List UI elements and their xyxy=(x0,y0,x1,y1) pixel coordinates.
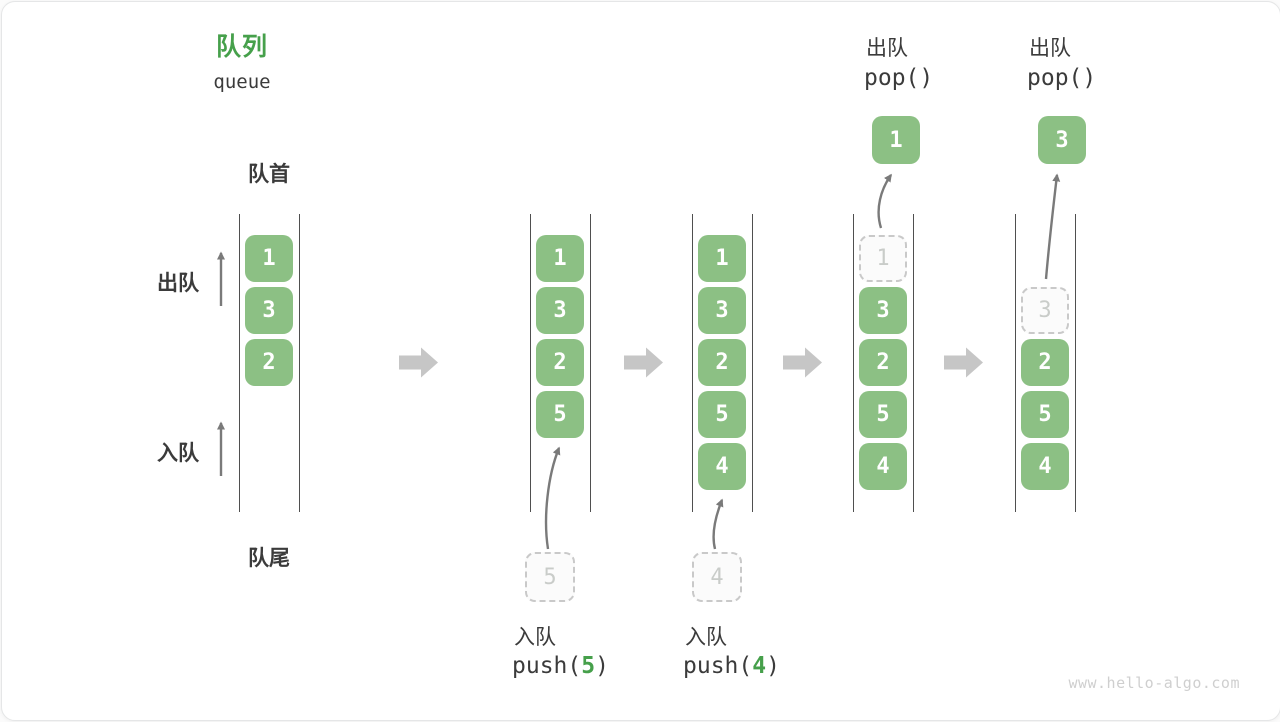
queue-cell: 5 xyxy=(536,391,584,438)
queue-column-3: 1 3 2 5 4 xyxy=(692,214,753,512)
code-arg: 4 xyxy=(752,653,767,679)
code-push-5: push(5) xyxy=(512,653,609,679)
diagram-title-en: queue xyxy=(213,71,271,93)
label-enqueue-side: 入队 xyxy=(157,442,199,465)
label-dequeue-op-1: 出队 xyxy=(866,37,908,60)
queue-cell: 3 xyxy=(536,287,584,334)
popped-element: 3 xyxy=(1038,116,1086,164)
label-dequeue-op-2: 出队 xyxy=(1029,37,1071,60)
queue-cell: 5 xyxy=(1021,391,1069,438)
step-arrow-icon xyxy=(624,347,663,378)
code-push-4: push(4) xyxy=(683,653,780,679)
label-enqueue-op-1: 入队 xyxy=(514,626,556,649)
step-arrow-icon xyxy=(399,347,438,378)
queue-cell: 3 xyxy=(698,287,746,334)
incoming-element-ghost: 5 xyxy=(525,552,575,602)
popped-element: 1 xyxy=(872,116,920,164)
queue-cell: 4 xyxy=(698,443,746,490)
label-enqueue-op-2: 入队 xyxy=(685,626,727,649)
queue-column-4: 1 3 2 5 4 xyxy=(853,214,914,512)
queue-cell: 1 xyxy=(536,235,584,282)
incoming-element-ghost: 4 xyxy=(692,552,742,602)
queue-column-2: 1 3 2 5 xyxy=(530,214,591,512)
code-text: ) xyxy=(595,653,609,679)
queue-cell: 1 xyxy=(245,235,293,282)
diagram-title-zh: 队列 xyxy=(215,33,268,61)
queue-cell: 2 xyxy=(1021,339,1069,386)
queue-cell: 2 xyxy=(859,339,907,386)
queue-cell: 2 xyxy=(698,339,746,386)
label-queue-rear: 队尾 xyxy=(248,547,290,570)
queue-cell: 2 xyxy=(536,339,584,386)
code-pop-1: pop() xyxy=(864,65,934,91)
queue-cell: 4 xyxy=(1021,443,1069,490)
watermark: www.hello-algo.com xyxy=(1068,674,1240,692)
queue-cell: 5 xyxy=(859,391,907,438)
queue-cell: 5 xyxy=(698,391,746,438)
code-arg: 5 xyxy=(581,653,596,679)
label-queue-front: 队首 xyxy=(248,163,290,186)
queue-column-1: 1 3 2 xyxy=(239,214,300,512)
queue-cell: 1 xyxy=(698,235,746,282)
code-text: ) xyxy=(766,653,780,679)
step-arrow-icon xyxy=(783,347,822,378)
code-text: push( xyxy=(512,653,582,679)
queue-cell: 4 xyxy=(859,443,907,490)
label-dequeue-side: 出队 xyxy=(157,272,199,295)
popped-slot-ghost: 1 xyxy=(859,235,907,282)
queue-cell: 3 xyxy=(859,287,907,334)
queue-cell: 2 xyxy=(245,339,293,386)
code-pop-2: pop() xyxy=(1027,65,1097,91)
code-text: push( xyxy=(683,653,753,679)
popped-slot-ghost: 3 xyxy=(1021,287,1069,334)
step-arrow-icon xyxy=(944,347,983,378)
queue-column-5: 3 2 5 4 xyxy=(1015,214,1076,512)
queue-cell: 3 xyxy=(245,287,293,334)
